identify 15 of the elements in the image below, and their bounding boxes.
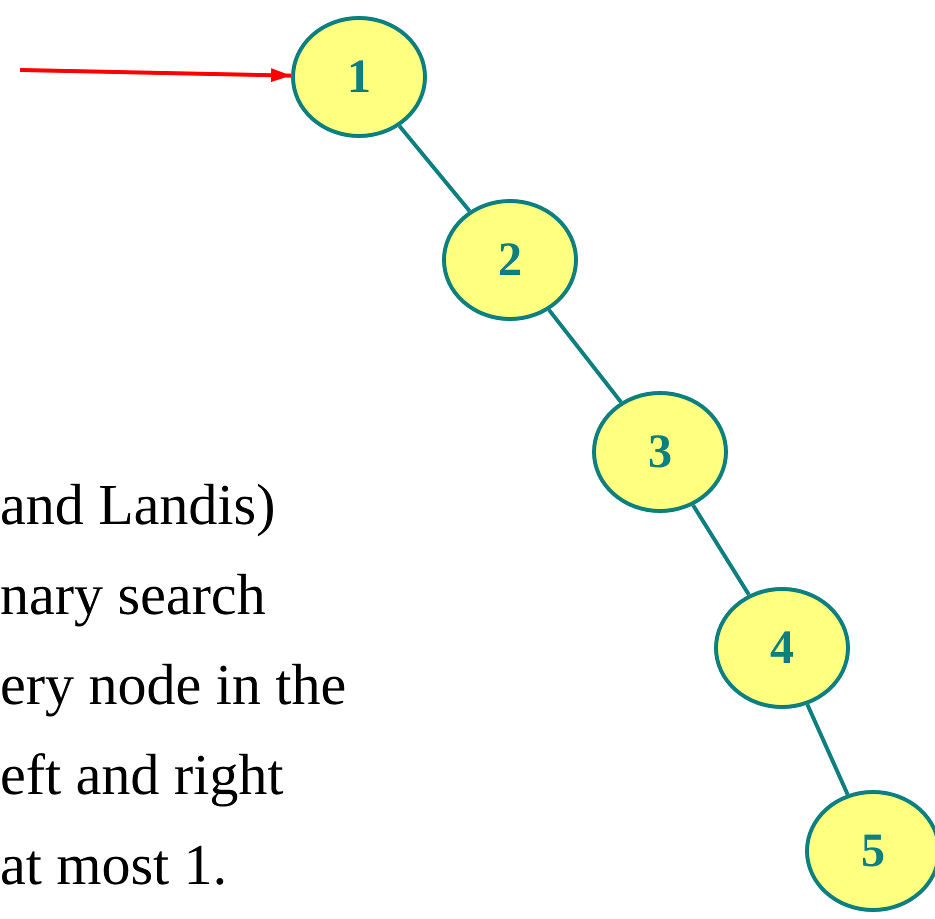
node-number: 4 xyxy=(770,624,794,672)
connector-line xyxy=(547,308,623,404)
connector-line xyxy=(398,124,472,212)
node-number: 3 xyxy=(648,428,672,476)
node-number: 2 xyxy=(498,236,522,284)
connector-line xyxy=(806,704,850,796)
node-number: 1 xyxy=(347,53,371,101)
node-number: 5 xyxy=(861,827,885,875)
description-text-line: nary search xyxy=(0,566,266,624)
arrow xyxy=(20,68,292,82)
connector-line xyxy=(691,504,751,596)
description-text-line: at most 1. xyxy=(0,836,228,894)
description-text-line: and Landis) xyxy=(0,476,276,534)
description-text-line: eft and right xyxy=(0,746,284,804)
description-text-line: ery node in the xyxy=(0,656,346,714)
